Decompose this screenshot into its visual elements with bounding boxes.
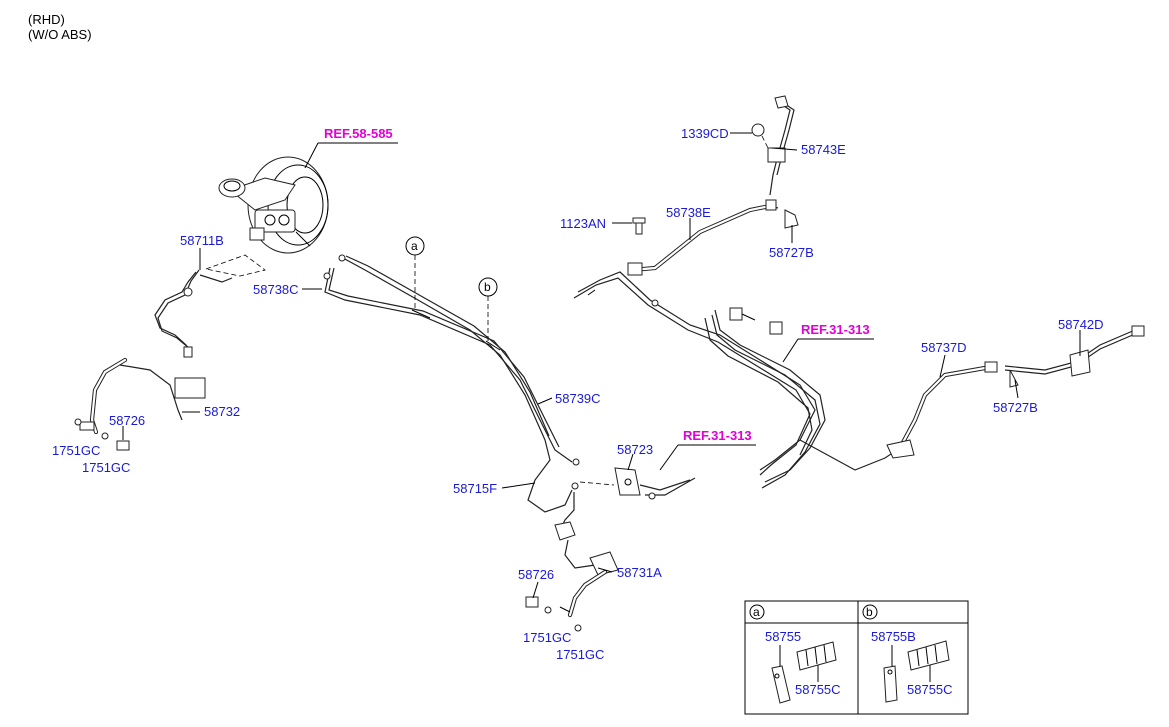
- label-58738C: 58738C: [253, 282, 299, 297]
- callout-a-label: a: [411, 239, 418, 253]
- label-58743E: 58743E: [801, 142, 846, 157]
- label-58732: 58732: [204, 404, 240, 419]
- clip-58755C-b-icon: [907, 640, 950, 671]
- label-58755B: 58755B: [871, 629, 916, 644]
- callout-b: b: [478, 277, 498, 345]
- label-58739C: 58739C: [555, 391, 601, 406]
- label-58723: 58723: [617, 442, 653, 457]
- ref-rear-lower-callout: REF.31-313: [659, 428, 756, 471]
- label-58727B-upper: 58727B: [769, 245, 814, 260]
- front-left-brake-line: [74, 269, 233, 451]
- callout-b-label: b: [484, 280, 491, 294]
- label-1751GC-b: 1751GC: [82, 460, 130, 475]
- label-58755C-a: 58755C: [795, 682, 841, 697]
- label-1751GC-a: 1751GC: [52, 443, 100, 458]
- clip-table-key-b: b: [866, 605, 873, 619]
- label-58726-front-right: 58726: [518, 567, 554, 582]
- part-labels: 1339CD 58743E 1123AN 58738E 58727B 58711…: [52, 126, 1104, 662]
- leader-lines: [122, 132, 1081, 599]
- main-brake-pipes: [323, 254, 580, 513]
- label-58715F: 58715F: [453, 481, 497, 496]
- clip-58755-icon: [771, 665, 791, 704]
- label-1123AN: 1123AN: [560, 216, 606, 231]
- front-right-brake-line: [525, 492, 619, 632]
- label-58742D: 58742D: [1058, 317, 1104, 332]
- label-58737D: 58737D: [921, 340, 967, 355]
- diagram-header: (RHD) (W/O ABS): [28, 12, 92, 42]
- ref-58-585: REF.58-585: [324, 126, 393, 141]
- junction-block-58723: [579, 467, 696, 500]
- header-wo-abs: (W/O ABS): [28, 27, 92, 42]
- label-58755: 58755: [765, 629, 801, 644]
- label-1751GC-c: 1751GC: [523, 630, 571, 645]
- header-rhd: (RHD): [28, 12, 65, 27]
- ref-31-313-lower: REF.31-313: [683, 428, 752, 443]
- label-58731A: 58731A: [617, 565, 662, 580]
- clip-table: a b 58755 58755C 58755B 58755C: [744, 600, 969, 715]
- clip-58755C-a-icon: [796, 641, 837, 671]
- rear-right-brake-line: [886, 325, 1145, 459]
- dashed-leader-58711B: [204, 254, 266, 277]
- label-58711B: 58711B: [180, 233, 224, 248]
- clip-table-key-a: a: [753, 605, 760, 619]
- ref-rear-upper-callout: REF.31-313: [782, 322, 874, 363]
- label-1751GC-d: 1751GC: [556, 647, 604, 662]
- ref-booster-callout: REF.58-585: [304, 126, 398, 169]
- rear-brake-pipes: [573, 271, 901, 489]
- label-58738E: 58738E: [666, 205, 711, 220]
- brake-booster-assembly: [218, 156, 329, 254]
- callout-a: a: [405, 236, 425, 312]
- label-58726-front-left: 58726: [109, 413, 145, 428]
- ref-31-313-upper: REF.31-313: [801, 322, 870, 337]
- label-58755C-b: 58755C: [907, 682, 953, 697]
- rear-upper-brake-line: [627, 95, 799, 276]
- label-58727B-rear: 58727B: [993, 400, 1038, 415]
- label-1339CD: 1339CD: [681, 126, 729, 141]
- clip-58755B-icon: [883, 665, 898, 703]
